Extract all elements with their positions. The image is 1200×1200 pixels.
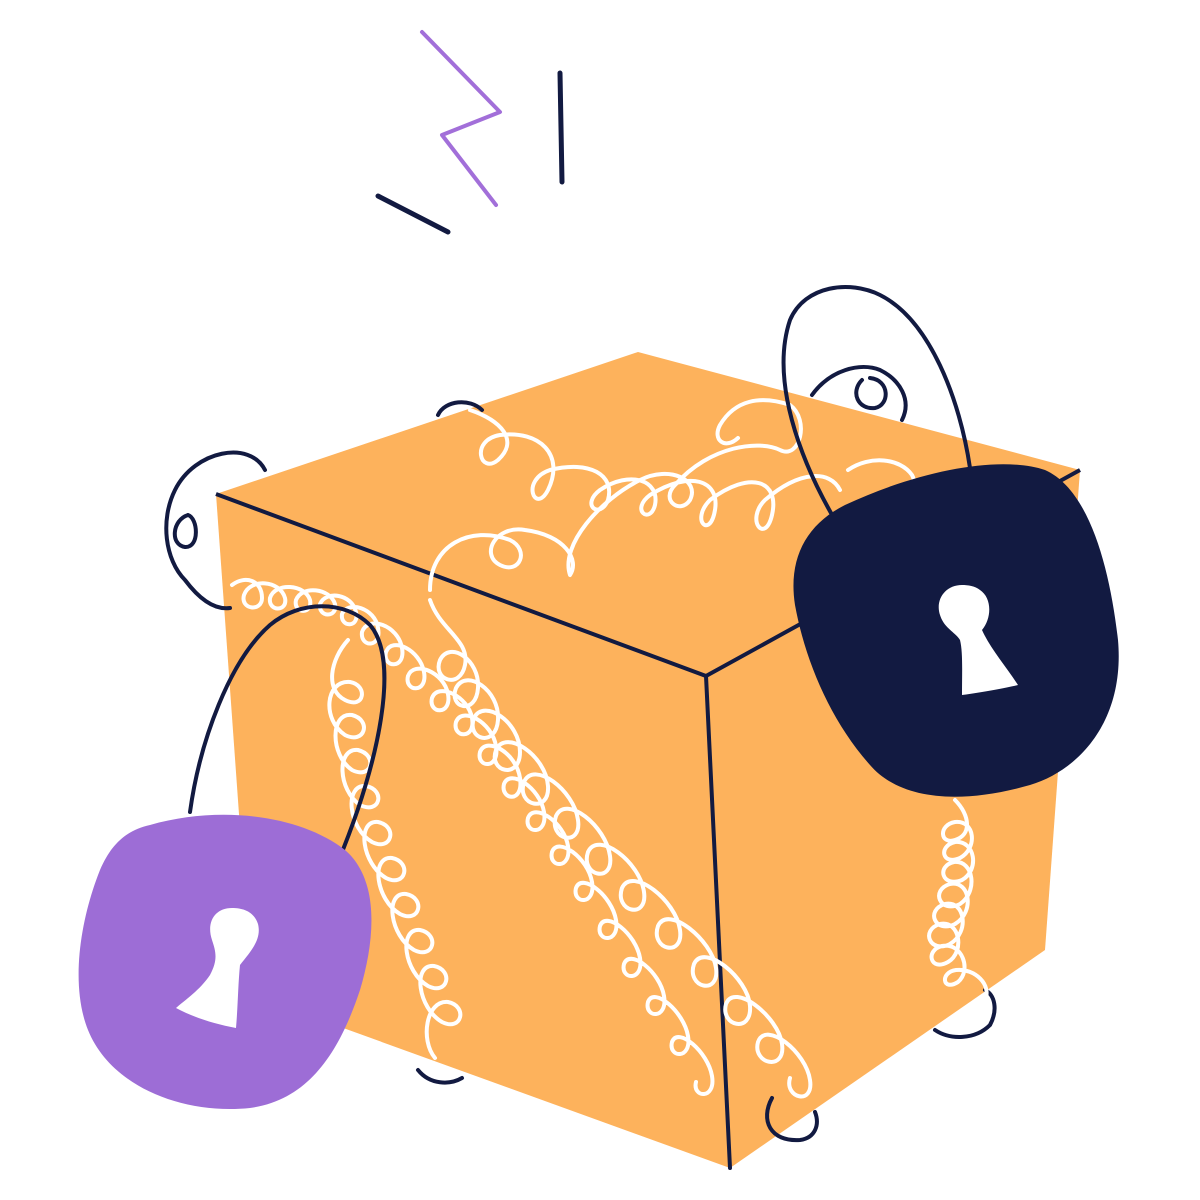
curl-string-right-vertical (927, 798, 989, 1002)
curl-string-left-vertical (327, 638, 463, 1060)
spark-zigzag (420, 30, 502, 207)
padlock-purple-shackle (188, 604, 387, 864)
padlock-navy-shackle (781, 285, 972, 522)
keyhole-icon (938, 585, 1018, 695)
padlock-icon (781, 285, 1119, 797)
spark-diagonal (375, 193, 451, 235)
keyhole-icon (176, 908, 259, 1028)
padlock-icon (78, 604, 387, 1110)
loop-bottom-center (765, 1096, 819, 1143)
loop-top-center (436, 400, 484, 417)
white-curly-strings (230, 398, 989, 1099)
box-edge-vertical (704, 674, 732, 1170)
loop-top-right (810, 365, 908, 422)
curl-string-center-diagonal (428, 598, 813, 1099)
outline-string-loops (164, 365, 997, 1143)
loop-bottom-right (933, 988, 997, 1039)
loop-top-left (164, 450, 267, 611)
loop-bottom-left (416, 1068, 464, 1085)
curl-string-top (468, 408, 842, 531)
spark-icon (375, 30, 565, 235)
spark-vertical (557, 70, 565, 185)
